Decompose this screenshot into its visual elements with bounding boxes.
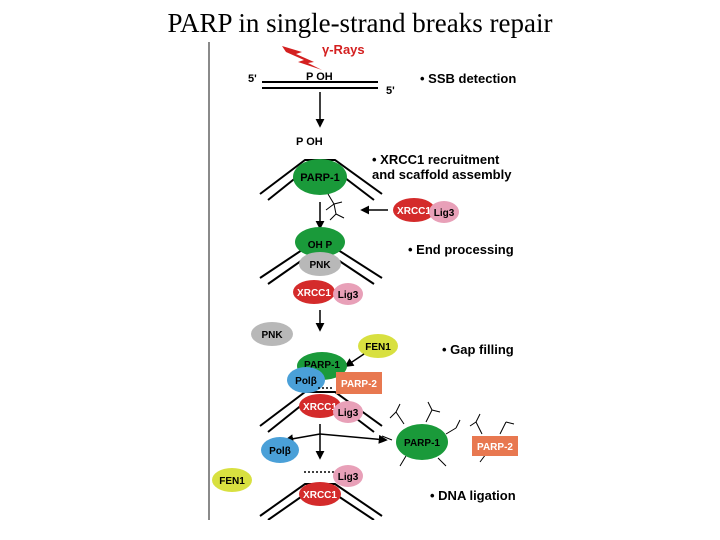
xrcc1-blob-3 — [299, 394, 341, 418]
lightning-icon — [282, 46, 322, 70]
pnk-blob-1 — [299, 252, 341, 276]
arrow-parp-out — [319, 433, 388, 444]
pathway-diagram: γ-Rays 5' 5' P OH • SSB detection P OH P… — [212, 42, 518, 520]
dna-ssb — [262, 81, 378, 89]
xrcc1-blob-in — [393, 198, 435, 222]
pol-beta-label-1: Polβ — [295, 376, 317, 387]
parp2-box-1 — [336, 372, 382, 394]
parp1-blob-out — [396, 424, 448, 460]
lig3-label-3: Lig3 — [338, 408, 359, 419]
par-chain-parp1-out — [381, 401, 461, 467]
lig3-blob-2 — [333, 283, 363, 305]
fen1-label-out: FEN1 — [219, 476, 245, 487]
fen1-label-in: FEN1 — [365, 342, 391, 353]
step-xrcc1-2: and scaffold assembly — [372, 167, 512, 182]
repair-pathway-figure: γ-Rays 5' 5' P OH • SSB detection P OH P… — [208, 42, 520, 520]
lig3-label-in: Lig3 — [434, 208, 455, 219]
parp1-label-out: PARP-1 — [404, 438, 440, 449]
xrcc1-label-4: XRCC1 — [303, 490, 337, 501]
parp2-box-out — [472, 436, 518, 456]
pnk-label-out: PNK — [261, 330, 283, 341]
parp2-label-out: PARP-2 — [477, 442, 513, 453]
fen1-blob-in — [358, 334, 398, 358]
oh-p-label: OH P — [308, 240, 333, 251]
xrcc1-label-3: XRCC1 — [303, 402, 337, 413]
arrow-fen1-in — [344, 353, 365, 367]
step-dna-ligation: • DNA ligation — [430, 488, 516, 503]
step-ssb-detection: • SSB detection — [420, 71, 516, 86]
gamma-rays-label: γ-Rays — [322, 42, 365, 57]
five-prime-right: 5' — [386, 85, 395, 97]
pol-beta-blob-out — [261, 437, 299, 463]
step-end-processing: • End processing — [408, 242, 514, 257]
parp1-blob-1 — [293, 159, 347, 195]
par-chain-1 — [325, 193, 345, 221]
xrcc1-blob-2 — [293, 280, 335, 304]
five-prime-left: 5' — [248, 73, 257, 85]
xrcc1-label-2: XRCC1 — [297, 288, 331, 299]
parp2-label-1: PARP-2 — [341, 379, 377, 390]
page-title: PARP in single-strand breaks repair — [167, 8, 553, 38]
lig3-label-2: Lig3 — [338, 290, 359, 301]
xrcc1-blob-4 — [299, 482, 341, 506]
pol-beta-label-out: Polβ — [269, 446, 291, 457]
parp1-label-3: PARP-1 — [304, 360, 340, 371]
lig3-blob-4 — [333, 465, 363, 487]
step-xrcc1-1: • XRCC1 recruitment — [372, 152, 500, 167]
lig3-blob-in — [429, 201, 459, 223]
arrow-pol-out — [284, 433, 321, 444]
fen1-blob-out — [212, 468, 252, 492]
p-oh-label: P OH — [306, 71, 333, 83]
par-chain-parp2-out — [469, 413, 515, 463]
parp1-label-1: PARP-1 — [300, 172, 340, 184]
step-gap-filling: • Gap filling — [442, 342, 514, 357]
xrcc1-label-in: XRCC1 — [397, 206, 431, 217]
pnk-label-1: PNK — [309, 260, 331, 271]
parp1-blob-2 — [295, 227, 345, 257]
pol-beta-blob-1 — [287, 367, 325, 393]
lig3-blob-3 — [333, 401, 363, 423]
pnk-blob-out — [251, 322, 293, 346]
p-oh-label-2: P OH — [296, 136, 323, 148]
lig3-label-4: Lig3 — [338, 472, 359, 483]
